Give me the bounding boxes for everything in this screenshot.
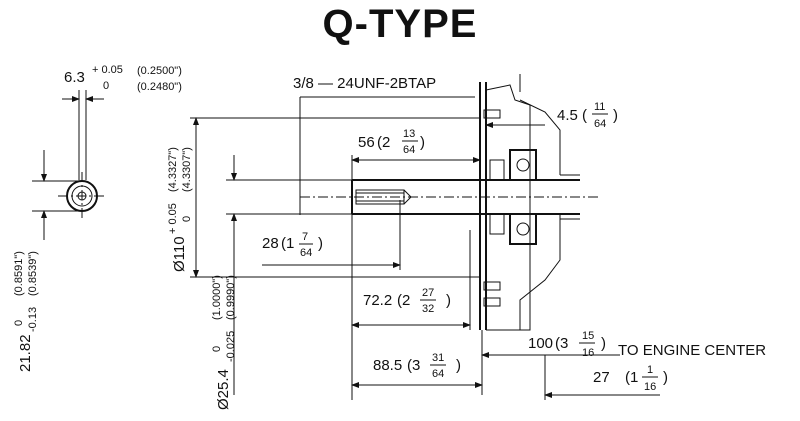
dim88-close: ) xyxy=(456,357,461,374)
page-title: Q-TYPE xyxy=(322,2,478,46)
keyway-width-nominal: 6.3 xyxy=(64,69,85,86)
bearing-ball-lower xyxy=(516,222,530,236)
dim72-close: ) xyxy=(446,292,451,309)
bearing-upper xyxy=(509,149,537,181)
pilot-inch-min: (4.3307") xyxy=(181,147,193,192)
housing-upper xyxy=(519,74,561,175)
dim72-in-whole: (2 xyxy=(397,292,410,309)
dim28-in-whole: (1 xyxy=(281,235,294,252)
shaftdia-inch-max: (1.0000") xyxy=(211,275,223,320)
dim4_5-mm: 4.5 xyxy=(557,107,578,124)
shaftdia-tol-lower: -0.025 xyxy=(225,331,237,362)
bolt-upper xyxy=(483,109,501,119)
housing-flange xyxy=(479,82,487,330)
dim27-in-whole: (1 xyxy=(625,369,638,386)
dim72-mm: 72.2 xyxy=(363,292,392,309)
keyway-depth-inch-min: (0.8539") xyxy=(27,251,39,296)
pilot-tol-plus: + 0.05 xyxy=(167,203,179,234)
dim88-num: 31 xyxy=(432,352,444,364)
dim28-num: 7 xyxy=(302,231,308,243)
keyway-width-inch-min: (0.2480") xyxy=(137,81,182,93)
side-view: 3/8 — 24UNF-2BTAP 56 (2 13 64 ) 28 (1 7 … xyxy=(167,74,766,410)
keyway-depth-inch-max: (0.8591") xyxy=(13,251,25,296)
dim28-mm: 28 xyxy=(262,235,279,252)
dim100-num: 15 xyxy=(582,330,594,342)
dim88-in-whole: (3 xyxy=(407,357,420,374)
dim56-den: 64 xyxy=(403,144,415,156)
bearing-ball-upper xyxy=(516,158,530,172)
keyway-width-tol-minus: 0 xyxy=(103,80,109,92)
housing-lower xyxy=(519,214,561,330)
pilot-tol-minus: 0 xyxy=(181,216,193,222)
keyway-width-tol-plus: + 0.05 xyxy=(92,64,123,76)
dim27-mm: 27 xyxy=(593,369,610,386)
dim4_5-in-whole: ( xyxy=(582,107,587,124)
dim100-mm: 100 xyxy=(528,335,553,352)
dim72-num: 27 xyxy=(422,287,434,299)
dim4_5-num: 11 xyxy=(594,101,605,113)
dim88-den: 64 xyxy=(432,368,444,380)
shaftdia-tol-upper: 0 xyxy=(211,346,223,352)
dim56-mm: 56 xyxy=(358,134,375,151)
dim4_5-close: ) xyxy=(613,107,618,124)
pilot-inch-max: (4.3327") xyxy=(167,147,179,192)
keyway-width-inch-max: (0.2500") xyxy=(137,65,182,77)
dim100-close: ) xyxy=(601,335,606,352)
shaftdia-nominal: Ø25.4 xyxy=(215,369,232,410)
shaftdia-inch-min: (0.9990") xyxy=(225,275,237,320)
dim27-close: ) xyxy=(663,369,668,386)
dim27-num: 1 xyxy=(647,364,653,376)
dim56-num: 13 xyxy=(403,128,415,140)
dim27-den: 16 xyxy=(644,381,656,393)
keyway-depth-nominal: 21.82 xyxy=(17,334,34,372)
bolt-lower-2 xyxy=(483,297,501,307)
dim88-mm: 88.5 xyxy=(373,357,402,374)
dim56-in-whole: (2 xyxy=(377,134,390,151)
dim28-den: 64 xyxy=(300,247,312,259)
bolt-lower-1 xyxy=(483,281,501,291)
end-view: 6.3 + 0.05 0 (0.2500") (0.2480") 21.82 0… xyxy=(13,64,182,372)
thread-label: 3/8 — 24UNF-2BTAP xyxy=(293,75,436,92)
bearing-lower xyxy=(509,213,537,245)
keyway-depth-tol-lower: -0.13 xyxy=(27,307,39,332)
housing-outline xyxy=(485,84,531,331)
pilot-nominal: Ø110 xyxy=(171,236,188,272)
dim28-close: ) xyxy=(318,235,323,252)
dim4_5-den: 64 xyxy=(594,118,606,130)
dim100-den: 16 xyxy=(582,347,594,359)
dim56-close: ) xyxy=(420,134,425,151)
dim100-in-whole: (3 xyxy=(555,335,568,352)
dim72-den: 32 xyxy=(422,303,434,315)
keyway-depth-tol-upper: 0 xyxy=(13,320,25,326)
oil-seal-upper xyxy=(489,159,505,181)
dim100-note: TO ENGINE CENTER xyxy=(618,342,766,359)
oil-seal-lower xyxy=(489,213,505,235)
